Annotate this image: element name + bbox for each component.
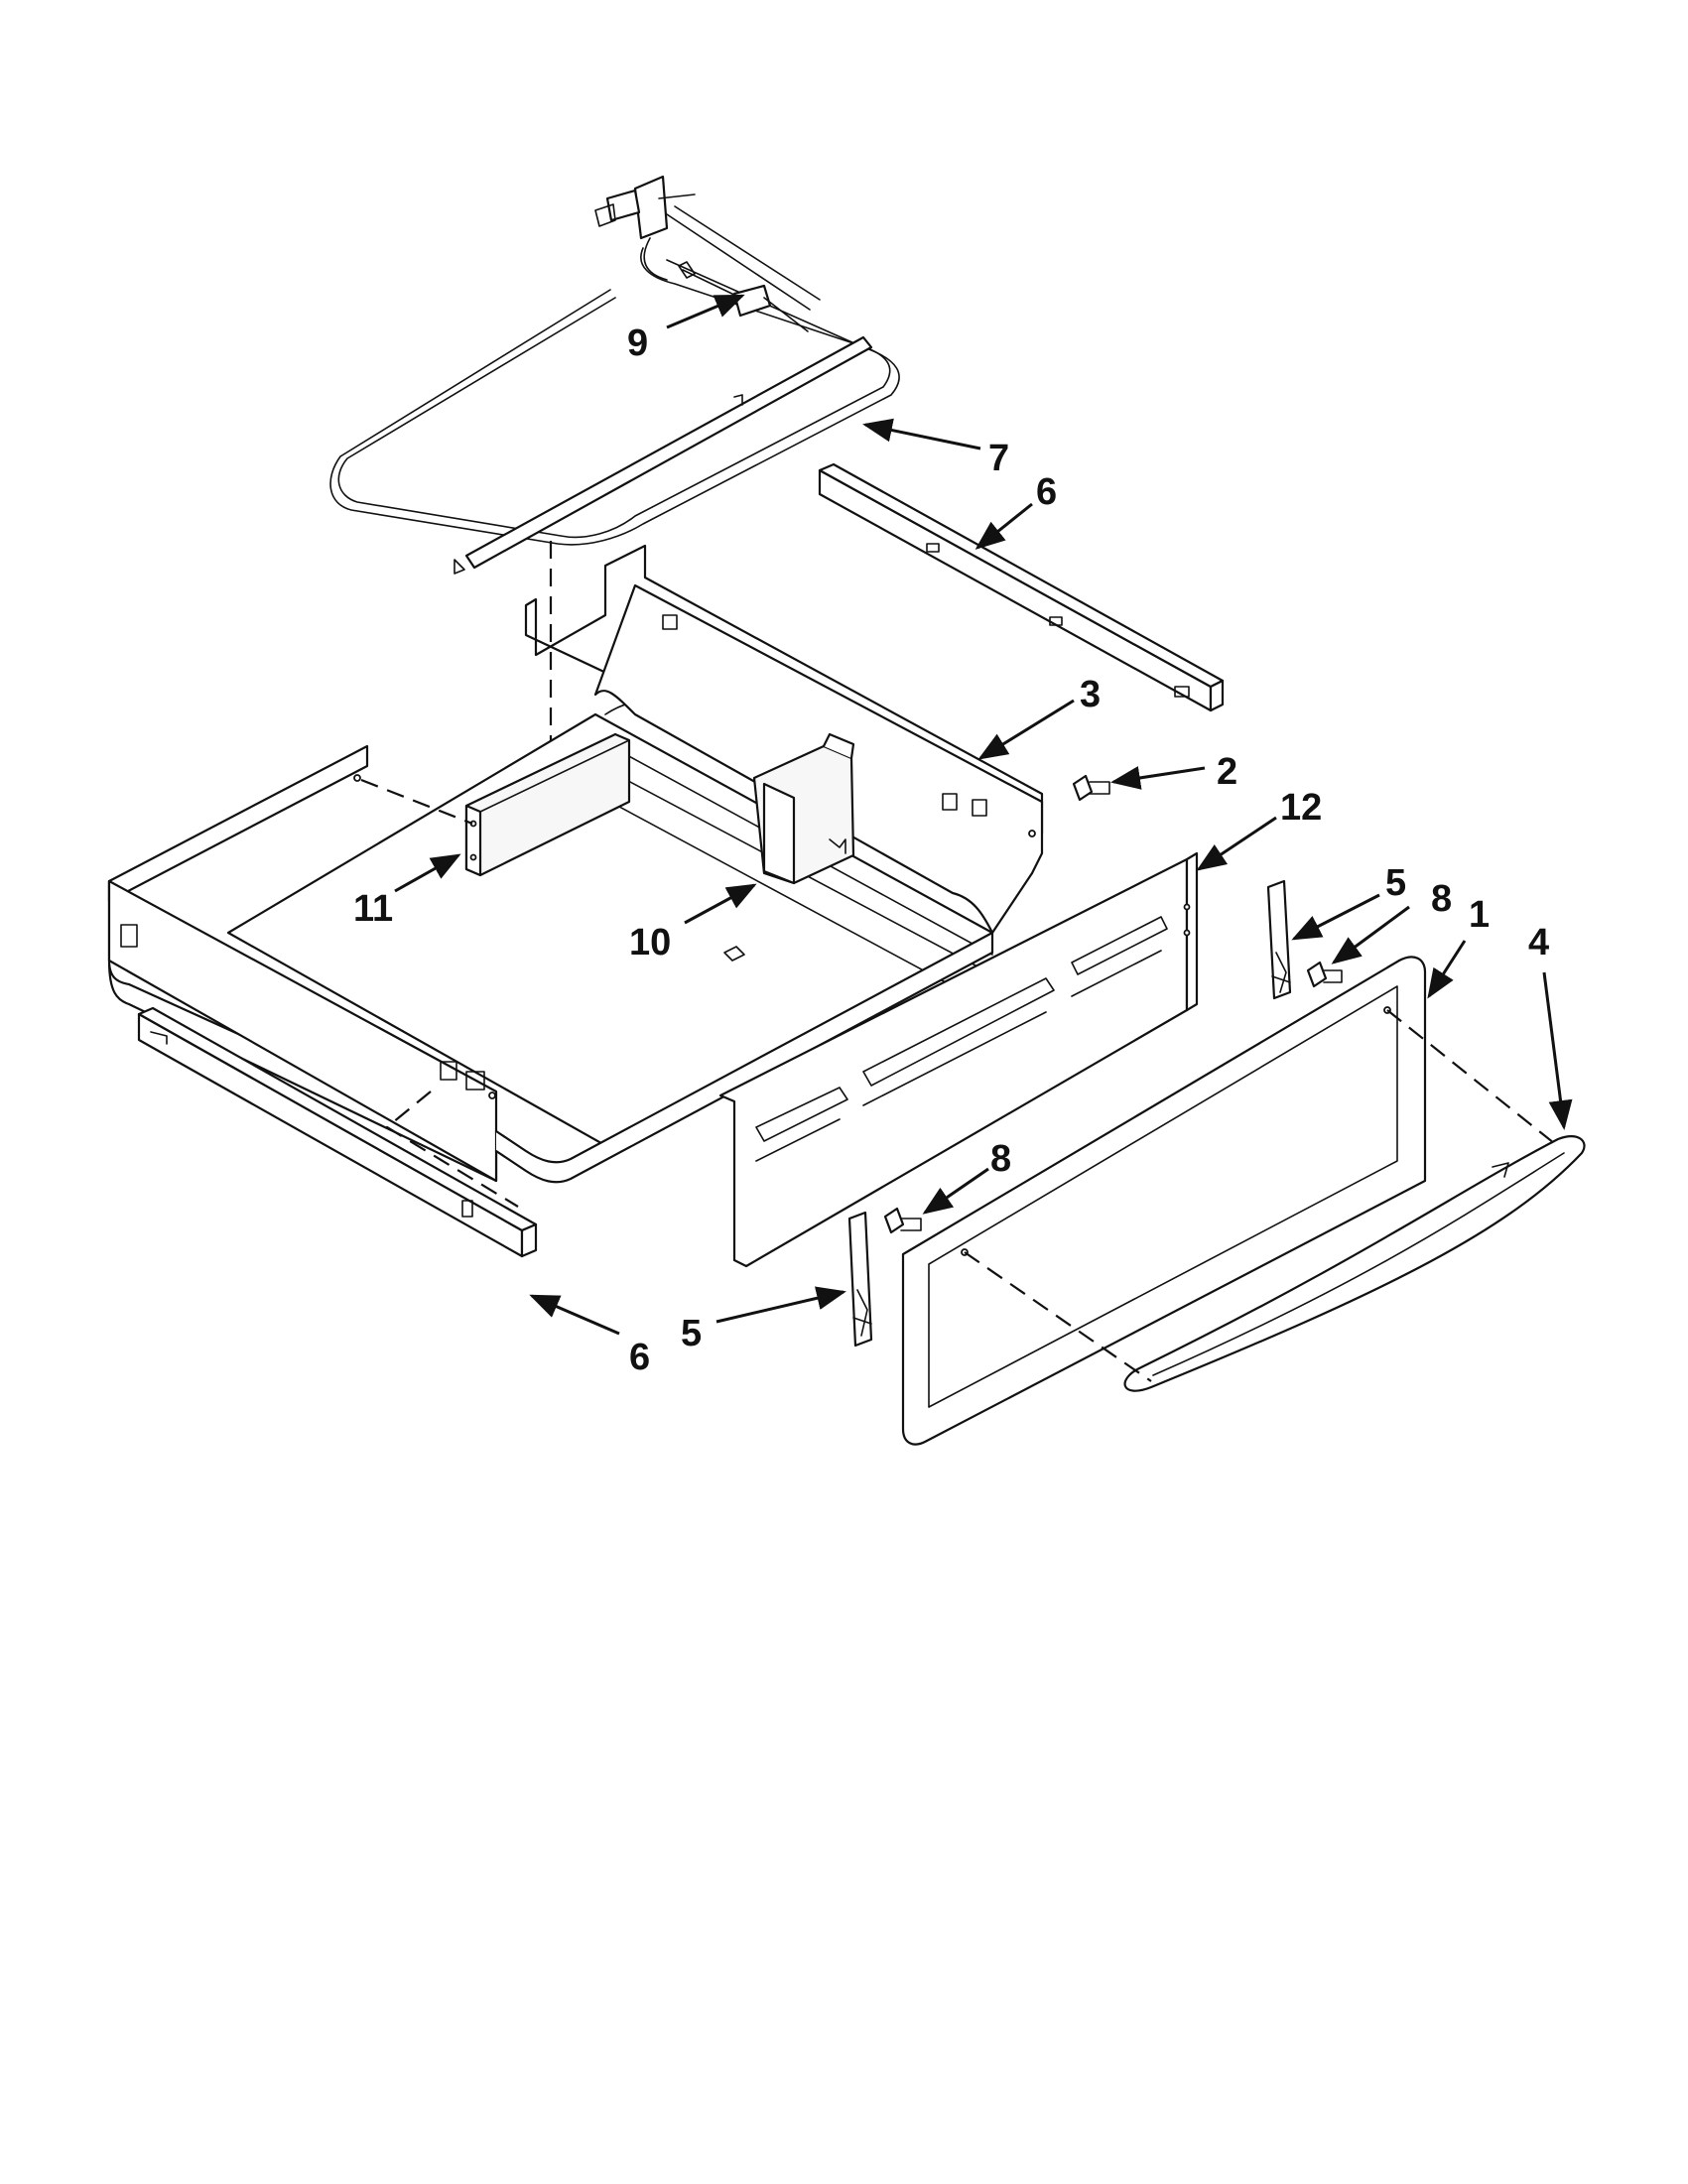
alignment-line-slide [385, 1091, 519, 1208]
drawer-door-panel [901, 956, 1427, 1446]
callout-5-lower: 5 [681, 1313, 702, 1354]
screw-rear [1072, 774, 1110, 802]
callout-2: 2 [1217, 751, 1237, 793]
callout-4: 4 [1528, 922, 1549, 964]
callout-6-lower: 6 [629, 1337, 650, 1378]
hinge-upper [1266, 879, 1292, 1000]
callout-9: 9 [627, 322, 648, 364]
drawer-front-panel [718, 851, 1199, 1268]
alignment-line-handle-top [1386, 1009, 1555, 1144]
hinge-lower [847, 1211, 873, 1348]
bake-element [329, 237, 900, 575]
callout-1: 1 [1469, 894, 1490, 936]
callout-11: 11 [353, 888, 393, 930]
callout-8-upper: 8 [1431, 878, 1452, 920]
callout-labels: 9 7 6 3 2 12 11 10 5 8 1 4 8 5 6 [353, 322, 1549, 1378]
center-support-bracket [752, 732, 855, 885]
alignment-line-handle-bottom [964, 1251, 1152, 1382]
callout-7: 7 [988, 438, 1009, 479]
callout-8-lower: 8 [990, 1138, 1011, 1180]
element-terminal-bracket [594, 175, 821, 311]
callout-5-upper: 5 [1385, 862, 1406, 904]
left-support-bracket [464, 732, 631, 877]
callout-6-upper: 6 [1036, 471, 1057, 513]
callout-10: 10 [629, 922, 671, 964]
screw-upper [1306, 961, 1343, 988]
drawer-handle [1123, 1135, 1586, 1392]
drawer-slide-right [818, 462, 1225, 712]
screw-lower [883, 1207, 922, 1234]
alignment-line-bracket [360, 778, 473, 826]
callout-leaders [394, 294, 1573, 1336]
callout-3: 3 [1080, 674, 1101, 715]
drawer-slide-left [137, 1006, 538, 1258]
callout-12: 12 [1280, 787, 1322, 829]
